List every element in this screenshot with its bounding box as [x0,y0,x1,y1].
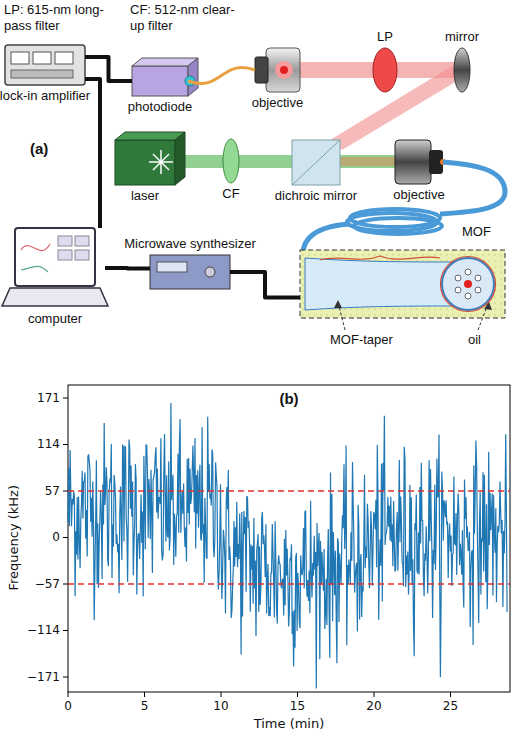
fiber-label: MOF [462,224,491,240]
panel-letter: (b) [279,390,298,408]
device-label: computer [28,311,82,327]
tick-label: 10 [213,699,228,713]
objective-lens: objective [395,140,443,184]
filter-note: CF: 512-nm clear-up filter [130,2,240,33]
tick-label: −171 [27,670,60,684]
panel-letter: (a) [30,140,48,158]
tick-label: 25 [443,699,458,713]
long-pass-filter: LP [373,48,397,92]
device-label: MOF-taper [330,332,393,348]
objective-lens: objective [255,48,300,92]
device-label: objective [393,187,444,203]
tick-label: −114 [27,623,60,637]
photodiode: photodiode [132,66,188,96]
mof-taper-box: MOF-taperoil [300,250,505,318]
device-label: objective [252,95,303,111]
tick-label: 15 [290,699,305,713]
device-label: photodiode [128,99,192,115]
device-label: dichroic mirror [275,188,357,204]
device-label: lock-in amplifier [0,88,90,104]
tick-label: 0 [52,530,60,544]
mirror: mirror [454,48,470,92]
frequency-trace [68,403,507,689]
microwave-synthesizer: Microwave synthesizer [150,255,230,289]
signal-cable [105,266,150,271]
clean-up-filter: CF [223,139,239,183]
laser: laser [115,140,175,185]
tick-label: 5 [141,699,149,713]
optical-fiber [188,67,255,83]
tick-label: 0 [64,699,72,713]
tick-label: 20 [366,699,381,713]
device-label: CF [222,186,239,202]
filter-note: LP: 615-nm long-pass filter [4,2,114,33]
device-label: oil [468,332,481,348]
device-label: Microwave synthesizer [124,236,256,252]
device-label: mirror [445,29,479,45]
tick-label: 171 [37,391,60,405]
axis-title: Time (min) [254,716,325,732]
lock-in-amplifier: lock-in amplifier [5,45,85,85]
tick-label: 114 [37,437,60,451]
device-label: laser [131,188,159,204]
tick-label: 57 [45,484,60,498]
tick-label: −57 [35,577,60,591]
device-label: LP [377,29,393,45]
signal-cable [230,272,300,298]
dichroic-mirror: dichroic mirror [292,140,340,185]
computer: computer [5,228,105,308]
axis-title: Frequency (kHz) [6,485,22,591]
